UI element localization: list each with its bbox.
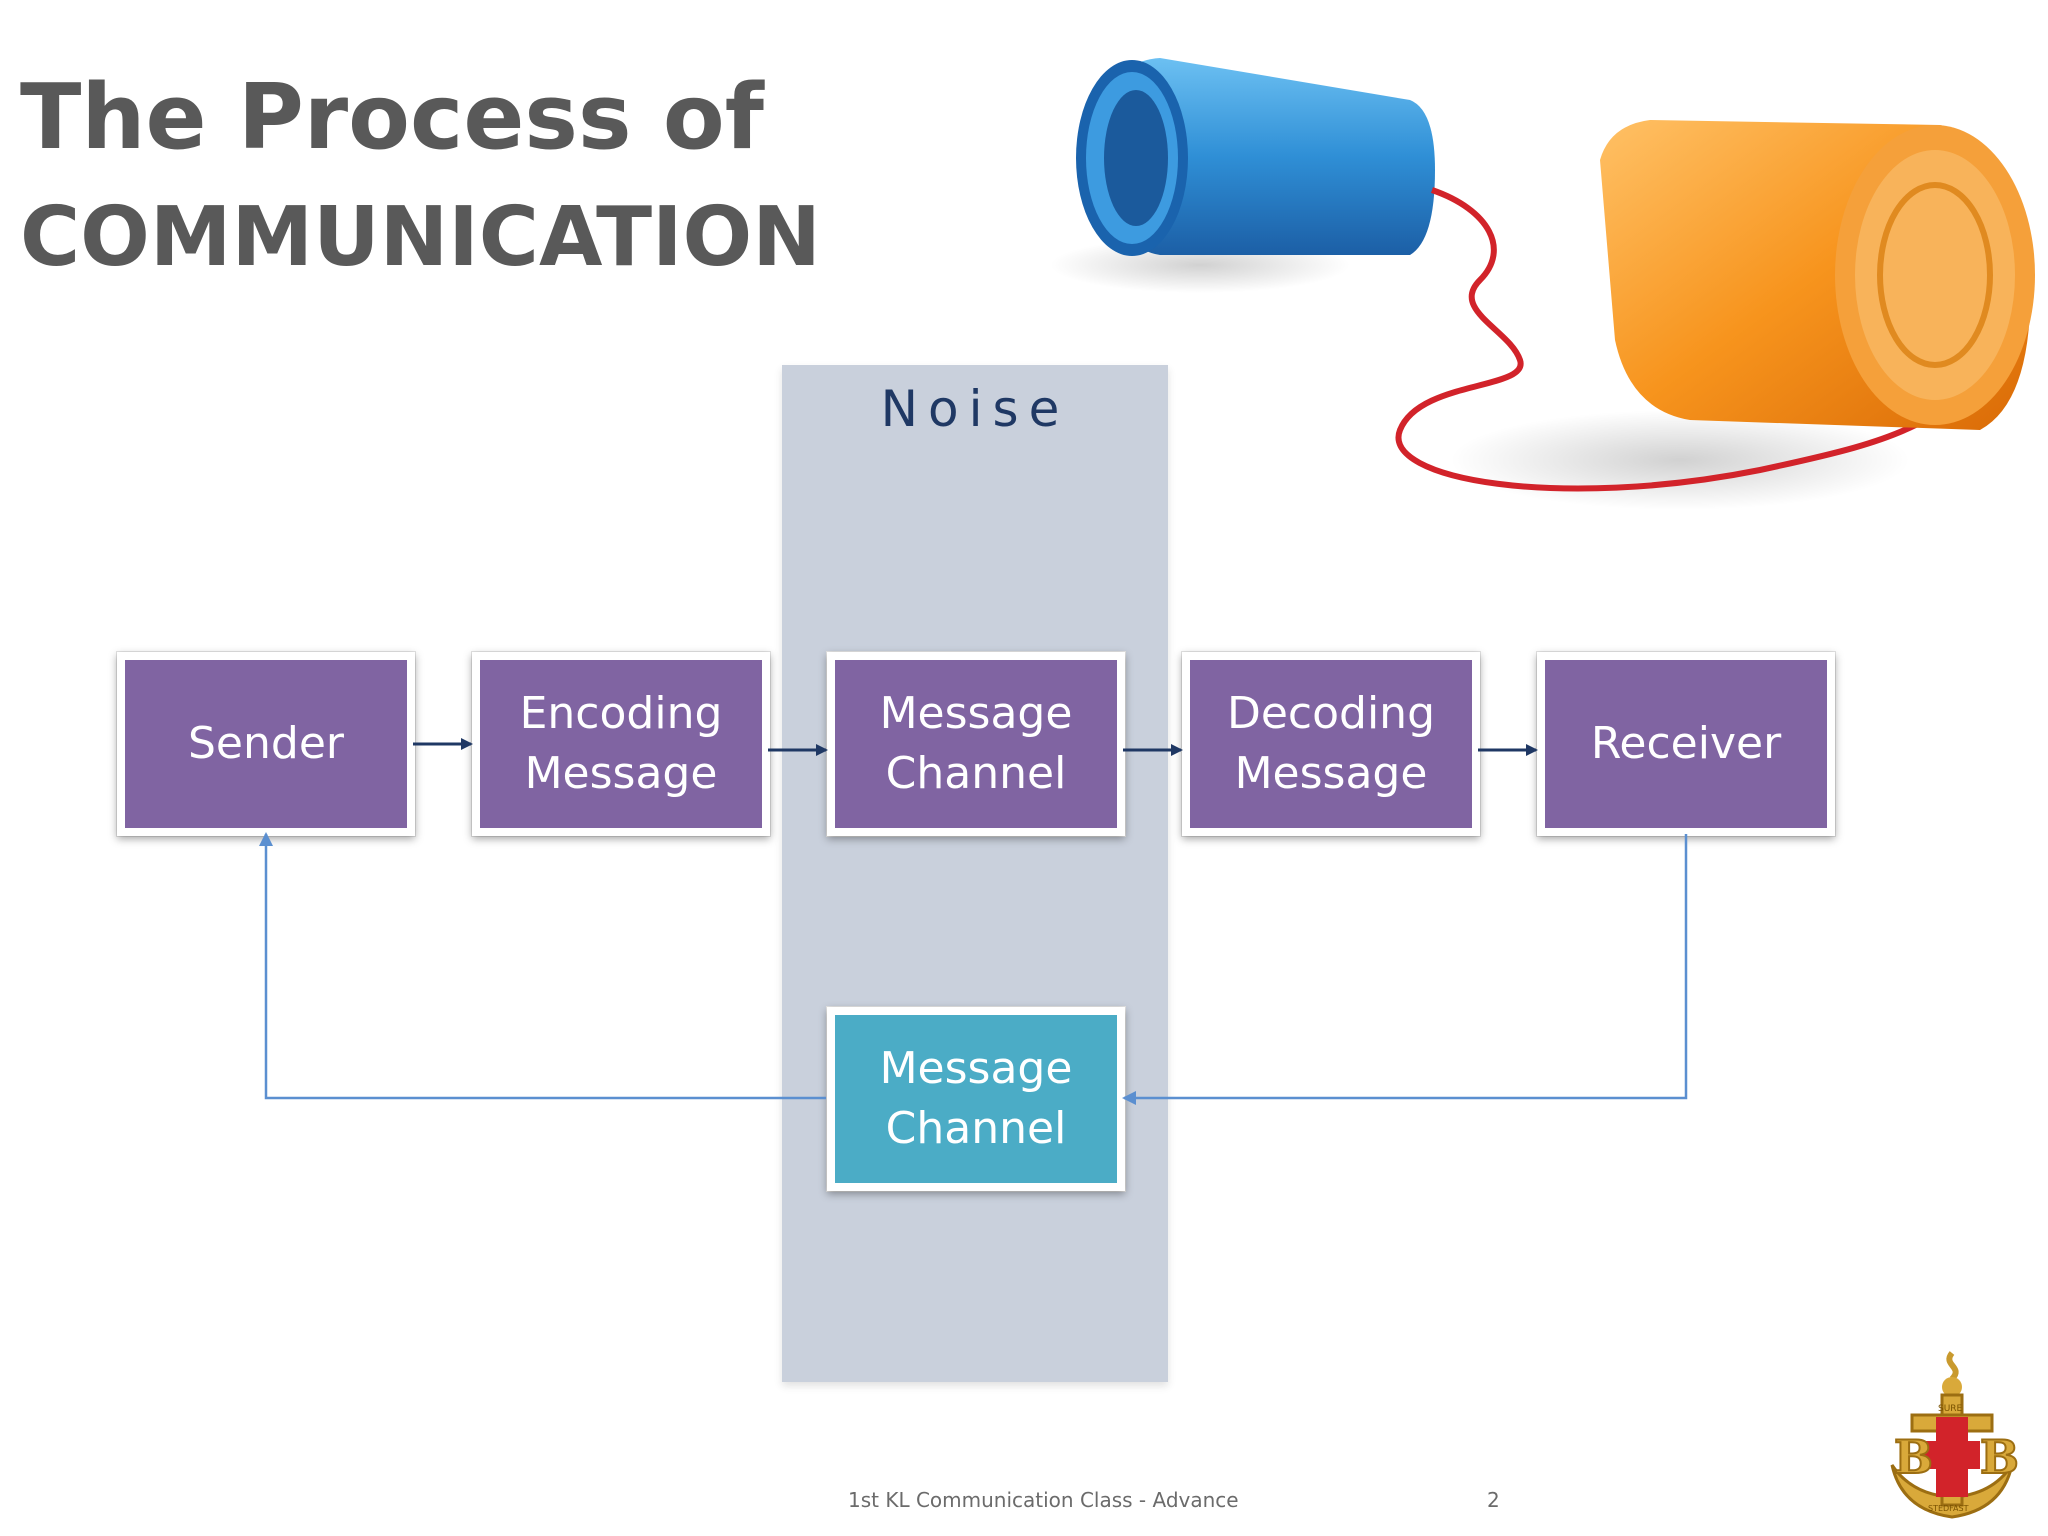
receiver-box: Receiver (1537, 652, 1835, 836)
slide-title: The Process of COMMUNICATION (20, 58, 821, 298)
svg-text:B: B (1894, 1430, 1933, 1484)
title-line-2: COMMUNICATION (20, 190, 821, 285)
tin-can-telephone-icon (1050, 58, 2035, 510)
sender-box: Sender (117, 652, 415, 836)
svg-text:SURE: SURE (1938, 1404, 1963, 1414)
noise-band (782, 365, 1168, 1382)
svg-text:B: B (1980, 1430, 2019, 1484)
boys-brigade-crest-icon: B B SURE STEDFAST (1890, 1351, 2020, 1519)
feedback-arrow-channel-to-sender (259, 832, 826, 1100)
noise-label: Noise (880, 380, 1070, 438)
decoding-message-box: Decoding Message (1182, 652, 1480, 836)
encoding-message-box: Encoding Message (472, 652, 770, 836)
svg-text:STEDFAST: STEDFAST (1928, 1504, 1969, 1513)
page-number: 2 (1487, 1488, 1500, 1512)
feedback-arrow-receiver-to-channel (1122, 834, 1688, 1105)
title-line-1: The Process of (20, 65, 764, 170)
feedback-message-channel-box: Message Channel (827, 1007, 1125, 1191)
message-channel-box: Message Channel (827, 652, 1125, 836)
footer-text: 1st KL Communication Class - Advance (848, 1488, 1239, 1512)
